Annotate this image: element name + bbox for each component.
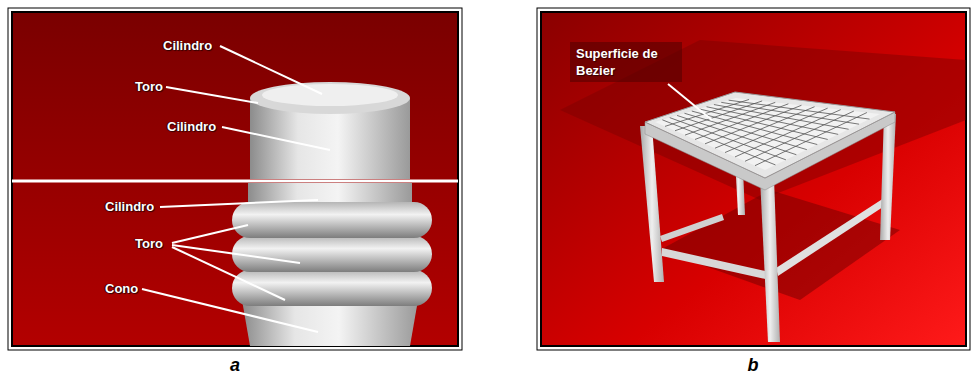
grid-line (684, 113, 806, 149)
leader-line (142, 46, 330, 332)
leader-line (668, 84, 712, 120)
part-label: Cono (105, 281, 138, 296)
grid-line (755, 113, 867, 166)
grid-line (714, 105, 849, 130)
part-label: Cilindro (163, 38, 212, 53)
panel-caption: b (748, 355, 759, 375)
grid-line (670, 118, 786, 160)
panel-a (8, 8, 462, 350)
panel-b (537, 8, 970, 350)
grid-line (715, 107, 815, 148)
part-label: Toro (135, 236, 163, 251)
part-label: Cilindro (167, 119, 216, 134)
grid-line (707, 107, 839, 135)
bezier-grid (662, 99, 869, 165)
part-label: Cilindro (105, 199, 154, 214)
grid-line (721, 102, 859, 124)
label-box: Superficie de Bezier (570, 42, 682, 82)
grid-line (745, 111, 854, 161)
panel-caption: a (230, 355, 240, 375)
part-label: Toro (135, 79, 163, 94)
label-text: Superficie de Bezier (576, 45, 676, 79)
grid-line (695, 104, 788, 140)
grid-line (729, 100, 870, 119)
grid-line (705, 105, 801, 144)
